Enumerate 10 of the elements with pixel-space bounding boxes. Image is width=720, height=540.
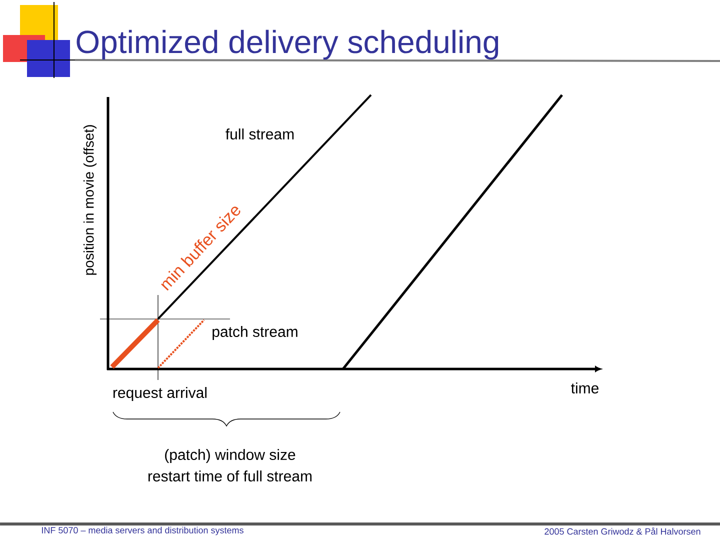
title: Optimized delivery scheduling <box>76 30 498 60</box>
axis-label: position in movie (offset) <box>83 125 97 275</box>
text-label: (patch) window size <box>165 449 296 463</box>
text-label: request arrival <box>113 387 206 401</box>
text-label: restart time of full stream <box>148 470 312 482</box>
footer-text: INF 5070 – media servers and distribution systems <box>42 526 244 536</box>
footer-text: 2005 Carsten Griwodz & Pål Halvorsen <box>544 527 700 535</box>
text-label: patch stream <box>212 326 298 340</box>
axis-label: time <box>571 382 598 394</box>
text-label: full stream <box>226 128 294 140</box>
